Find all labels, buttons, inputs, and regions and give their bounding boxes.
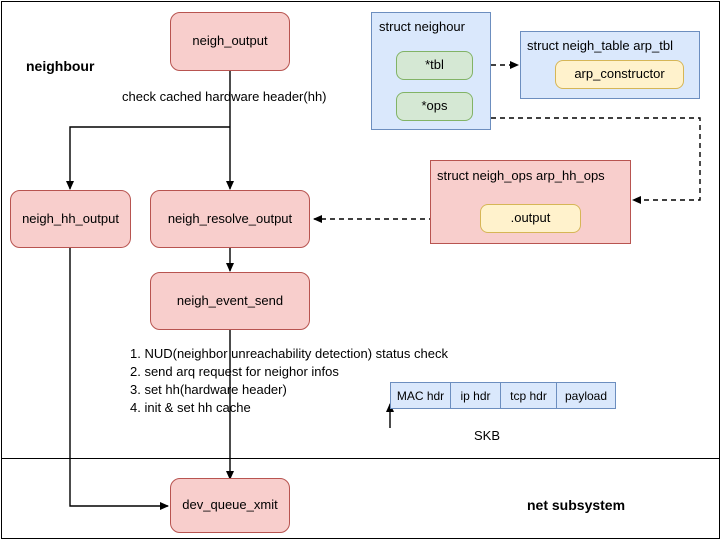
- node-label: neigh_hh_output: [22, 210, 119, 226]
- section-label-net-subsystem: net subsystem: [527, 497, 626, 513]
- struct-arp-hh-ops-title: struct neigh_ops arp_hh_ops: [437, 168, 605, 183]
- struct-neighour-title: struct neighour: [379, 19, 465, 34]
- node-neigh-resolve-output[interactable]: neigh_resolve_output: [150, 190, 310, 248]
- node-neigh-output[interactable]: neigh_output: [170, 12, 290, 71]
- skb-packet: MAC hdr ip hdr tcp hdr payload: [390, 382, 616, 409]
- section-divider: [1, 458, 720, 459]
- struct-field-output[interactable]: .output: [480, 204, 581, 233]
- edge-label-check-cached-hh: check cached hardware header(hh): [122, 89, 327, 104]
- node-label: neigh_output: [192, 33, 268, 49]
- skb-cell-label: tcp hdr: [510, 388, 547, 403]
- struct-field-arp-constructor[interactable]: arp_constructor: [555, 60, 684, 89]
- skb-cell-payload: payload: [556, 382, 616, 409]
- node-neigh-event-send[interactable]: neigh_event_send: [150, 272, 310, 330]
- struct-field-label: *ops: [421, 98, 448, 114]
- node-label: neigh_event_send: [176, 292, 284, 308]
- node-dev-queue-xmit[interactable]: dev_queue_xmit: [170, 478, 290, 533]
- node-label: dev_queue_xmit: [182, 497, 278, 513]
- struct-field-label: .output: [510, 210, 551, 226]
- node-label: neigh_resolve_output: [167, 210, 293, 226]
- skb-cell-ip-hdr: ip hdr: [450, 382, 500, 409]
- step-item-3: 3. set hh(hardware header): [130, 382, 287, 397]
- skb-cell-tcp-hdr: tcp hdr: [500, 382, 556, 409]
- struct-field-tbl[interactable]: *tbl: [396, 51, 473, 80]
- skb-cell-label: payload: [564, 388, 608, 403]
- skb-cell-mac-hdr: MAC hdr: [390, 382, 450, 409]
- struct-field-label: *tbl: [425, 57, 444, 73]
- struct-field-ops[interactable]: *ops: [396, 92, 473, 121]
- section-label-neighbour: neighbour: [26, 58, 95, 74]
- struct-arp-tbl-title: struct neigh_table arp_tbl: [527, 38, 673, 53]
- skb-caption: SKB: [474, 428, 501, 443]
- skb-cell-label: MAC hdr: [396, 388, 445, 403]
- struct-field-label: arp_constructor: [574, 66, 665, 82]
- step-item-4: 4. init & set hh cache: [130, 400, 251, 415]
- node-neigh-hh-output[interactable]: neigh_hh_output: [10, 190, 131, 248]
- step-item-2: 2. send arq request for neighor infos: [130, 364, 339, 379]
- step-item-1: 1. NUD(neighbor unreachability detection…: [130, 346, 448, 361]
- skb-cell-label: ip hdr: [460, 388, 491, 403]
